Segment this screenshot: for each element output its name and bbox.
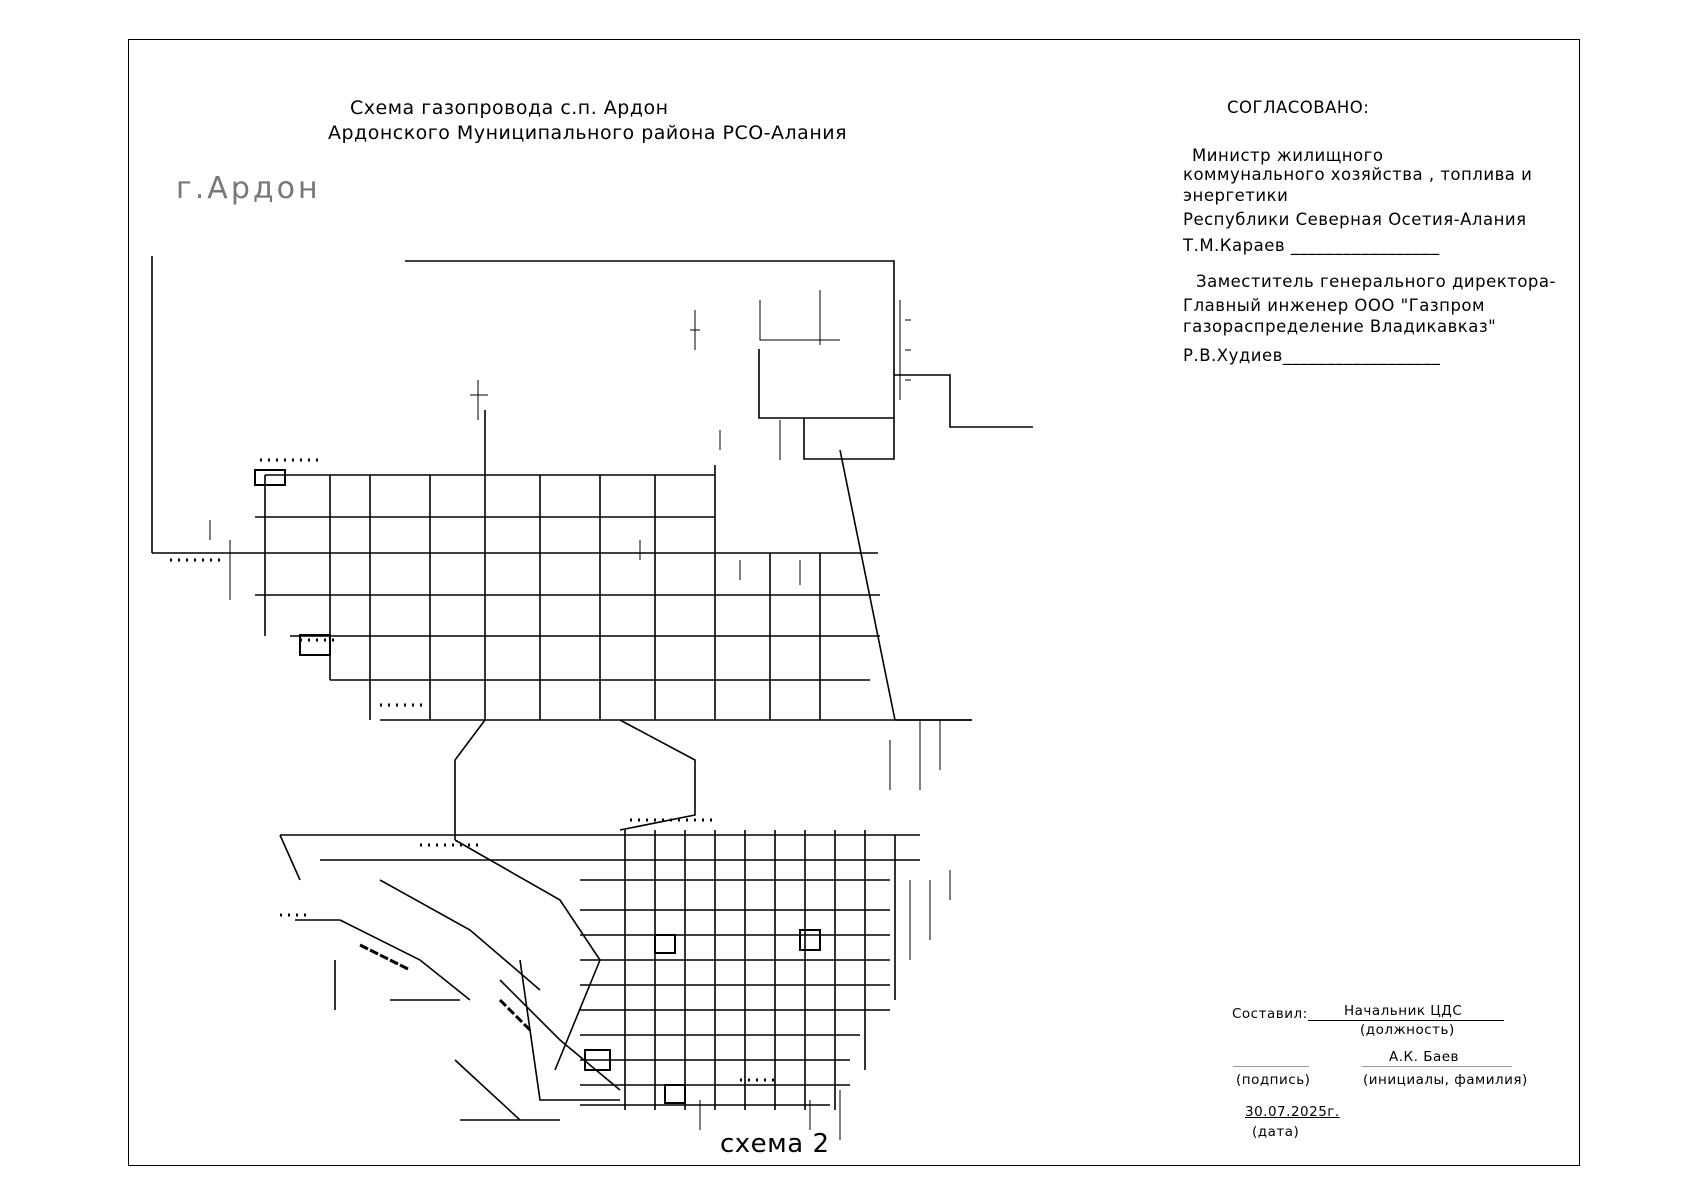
date-caption: (дата) <box>1252 1124 1300 1140</box>
signature-underline <box>1233 1066 1309 1067</box>
minister-line-1: Министр жилищного <box>1192 146 1384 165</box>
block-outlines <box>254 469 821 1104</box>
name-caption: (инициалы, фамилия) <box>1363 1072 1528 1088</box>
drawing-frame <box>128 39 1580 1166</box>
position-caption: (должность) <box>1360 1022 1455 1038</box>
minister-line-2: коммунального хозяйства , топлива и <box>1183 165 1533 184</box>
minister-signature: Т.М.Караев _________________ <box>1183 236 1440 255</box>
approval-heading: СОГЛАСОВАНО: <box>1227 98 1370 117</box>
position-underline <box>1308 1020 1504 1021</box>
title-line-1: Схема газопровода с.п. Ардон <box>350 97 669 119</box>
title-line-2: Ардонского Муниципального района РСО-Ала… <box>328 122 848 144</box>
city-label: г.Ардон <box>176 171 321 206</box>
minister-line-4: Республики Северная Осетия-Алания <box>1183 210 1527 229</box>
compiled-label: Составил: <box>1232 1006 1308 1022</box>
deputy-signature: Р.В.Худиев__________________ <box>1183 346 1441 365</box>
main-pipelines <box>151 256 1033 1121</box>
name-value: А.К. Баев <box>1389 1049 1459 1065</box>
scheme-label: схема 2 <box>720 1129 830 1159</box>
position-value: Начальник ЦДС <box>1344 1003 1463 1019</box>
name-underline <box>1362 1066 1512 1067</box>
minister-line-3: энергетики <box>1183 186 1289 205</box>
deputy-line-3: газораспределение Владикавказ" <box>1183 317 1497 336</box>
deputy-line-1: Заместитель генерального директора- <box>1196 272 1556 291</box>
date-value: 30.07.2025г. <box>1245 1104 1340 1120</box>
signature-caption: (подпись) <box>1236 1072 1311 1088</box>
deputy-line-2: Главный инженер ООО "Газпром <box>1183 296 1485 315</box>
